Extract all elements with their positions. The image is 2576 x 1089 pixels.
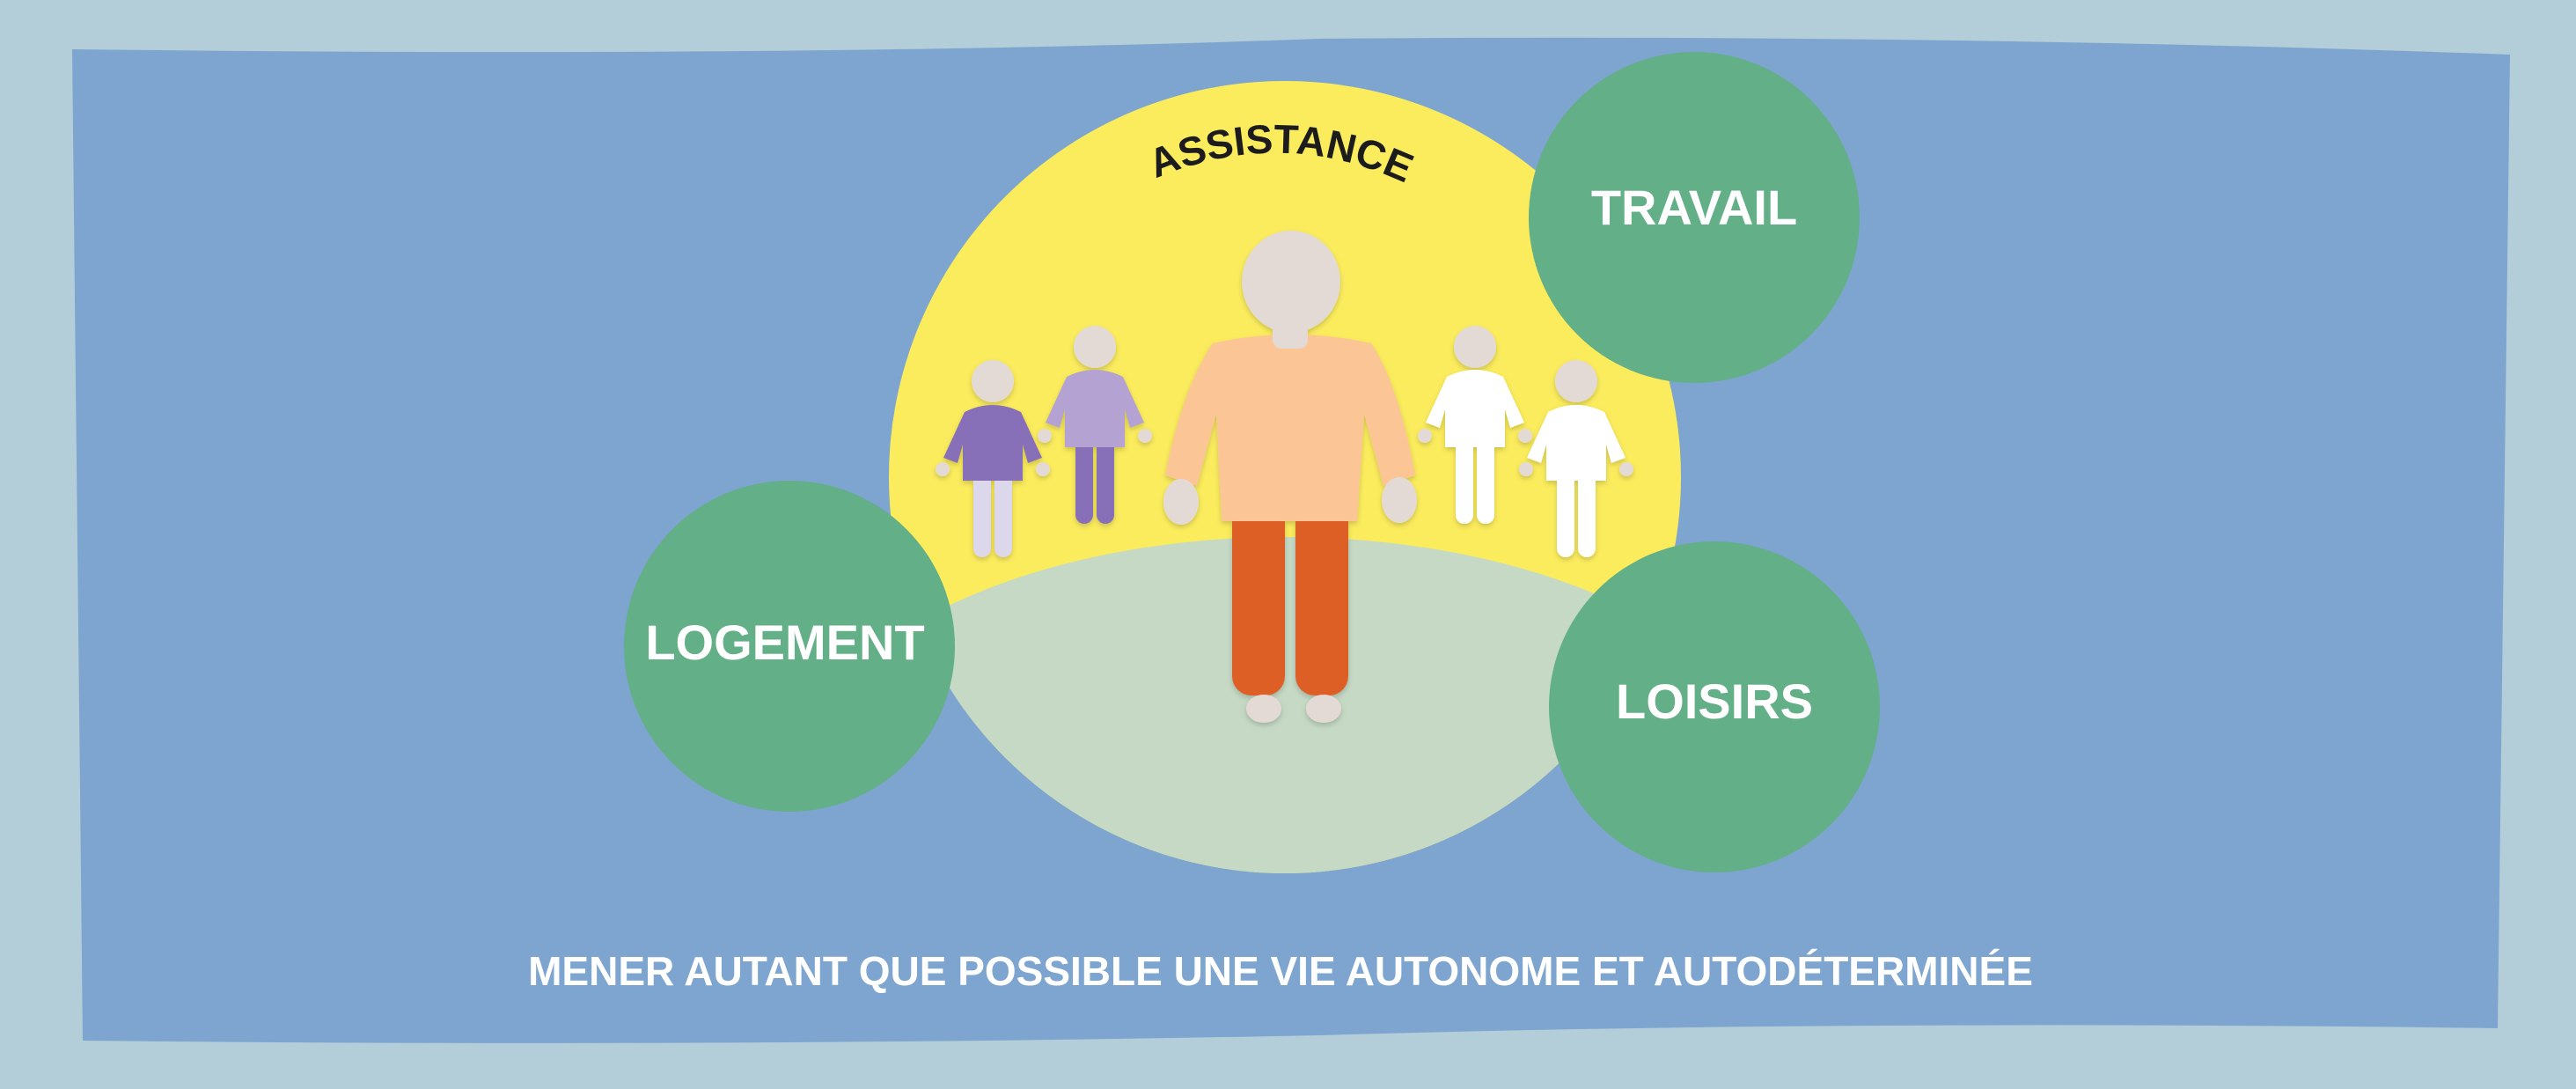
person-icon-small-4 — [1519, 360, 1633, 557]
person-icon-small-3 — [1418, 326, 1532, 524]
loisirs-label: LOISIRS — [1616, 673, 1813, 729]
tagline: MENER AUTANT QUE POSSIBLE UNE VIE AUTONO… — [528, 948, 2033, 994]
ground-area — [889, 537, 1681, 873]
person-icon-small-2 — [1038, 326, 1152, 524]
central-person-icon — [1163, 231, 1417, 723]
loisirs-circle: LOISIRS — [1549, 541, 1880, 872]
person-icon-small-1 — [936, 360, 1050, 557]
travail-circle: TRAVAIL — [1529, 52, 1860, 383]
travail-label: TRAVAIL — [1591, 180, 1797, 235]
logement-label: LOGEMENT — [645, 614, 924, 670]
logement-circle: LOGEMENT — [624, 481, 955, 812]
